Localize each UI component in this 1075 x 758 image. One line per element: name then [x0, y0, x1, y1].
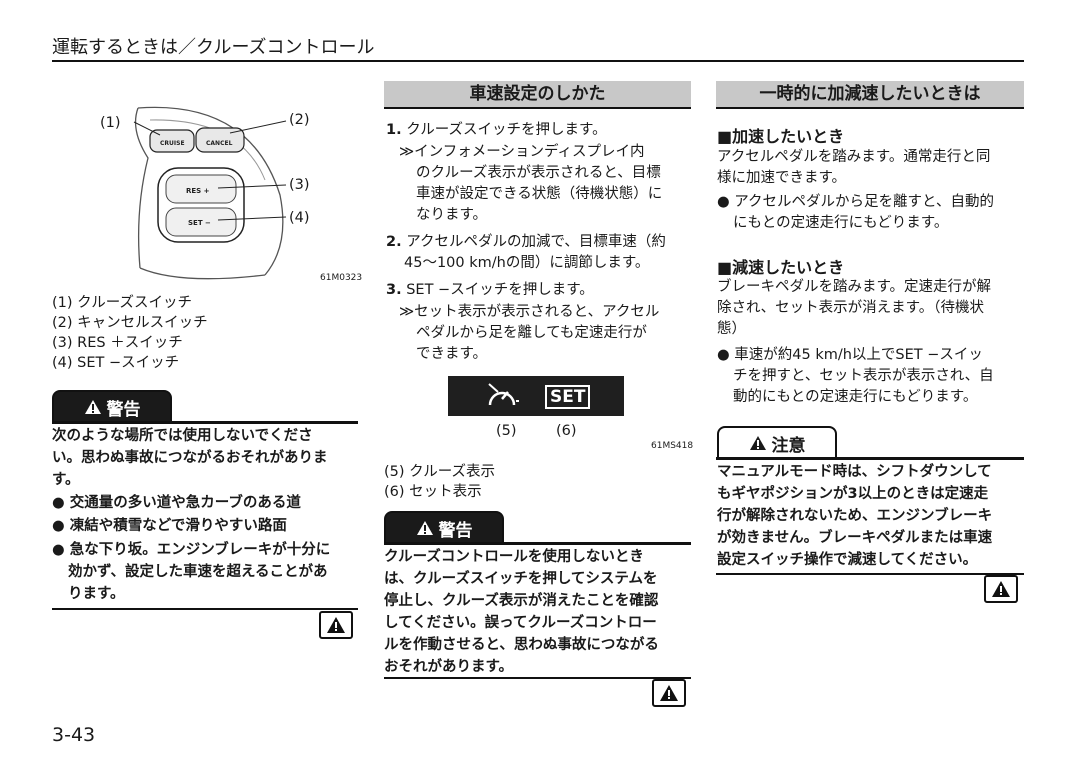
warning-text: は、クルーズスイッチを押してシステムを	[384, 571, 658, 587]
figure-code: 61M0323	[320, 273, 363, 283]
step-result: なります。	[416, 207, 488, 223]
caution-tag: 注意	[717, 426, 837, 458]
legend-item: (2) キャンセルスイッチ	[52, 315, 208, 331]
cancel-switch-label: CANCEL	[206, 140, 233, 147]
caution-tag-label: 注意	[771, 435, 806, 456]
step-2: 2. アクセルペダルの加減で、目標車速（約	[386, 234, 666, 250]
decel-text: 除され、セット表示が消えます。（待機状	[717, 300, 984, 316]
accel-text: アクセルペダルを踏みます。通常走行と同	[717, 149, 991, 165]
warning-bullet: ● 急な下り坂。エンジンブレーキが十分に	[52, 542, 331, 558]
set-switch-label: SET −	[188, 219, 211, 227]
warning-text: い。思わぬ事故につながるおそれがありま	[52, 450, 328, 466]
step-2-cont: 45～100 km/hの間）に調節します。	[404, 255, 650, 271]
cancel-switch	[195, 127, 245, 153]
caution-triangle-icon	[749, 436, 766, 450]
step-result: ≫セット表示が表示されると、アクセル	[399, 304, 660, 320]
info-display: SET	[448, 376, 624, 416]
caution-text: 行が解除されないため、エンジンブレーキ	[717, 508, 993, 524]
decel-bullet-cont: 動的にもとの定速走行にもどります。	[733, 389, 978, 405]
step-result: のクルーズ表示が表示されると、目標	[416, 165, 661, 181]
warning-tag: 警告	[52, 390, 172, 422]
step-result: ≫インフォメーションディスプレイ内	[399, 144, 645, 160]
decel-text: ブレーキペダルを踏みます。定速走行が解	[717, 279, 992, 295]
step-result: できます。	[416, 346, 488, 362]
display-code: 61MS418	[651, 441, 694, 451]
decel-bullet: ● 車速が約45 km/h以上でSET −スイッ	[717, 347, 983, 363]
warning-bullet: ● 交通量の多い道や急カーブのある道	[52, 495, 301, 511]
cruise-indicator-icon	[488, 383, 519, 406]
step-1: 1. クルーズスイッチを押します。	[386, 122, 607, 138]
legend-item: (4) SET −スイッチ	[52, 355, 180, 371]
caution-text: 設定スイッチ操作で減速してください。	[717, 552, 978, 568]
warning-rule	[52, 421, 358, 424]
warning-bullet-cont: ります。	[68, 586, 125, 602]
caution-text: が効きません。ブレーキペダルまたは車速	[717, 530, 993, 546]
legend-item: (1) クルーズスイッチ	[52, 295, 192, 311]
warning-tag-label: 警告	[106, 399, 141, 420]
warning-bullet: ● 凍結や積雪などで滑りやすい路面	[52, 518, 287, 534]
callout-4: (4)	[289, 210, 310, 226]
callout-5: (5)	[496, 423, 517, 439]
cruise-switch-label: CRUISE	[160, 140, 185, 147]
decel-heading: ■減速したいとき	[717, 258, 845, 277]
callout-2: (2)	[289, 112, 310, 128]
legend-item: (3) RES ＋スイッチ	[52, 335, 183, 351]
accel-bullet: ● アクセルペダルから足を離すと、自動的	[717, 194, 994, 210]
decel-bullet-cont: チを押すと、セット表示が表示され、自	[733, 368, 994, 384]
cruise-switch	[149, 129, 195, 153]
warning-rule	[384, 542, 691, 545]
warning-end-rule	[384, 677, 691, 679]
step-result: ペダルから足を離しても定速走行が	[416, 325, 647, 341]
accel-text: 様に加速できます。	[717, 170, 847, 186]
section-title-set: 車速設定のしかた	[384, 81, 691, 109]
warning-end-icon	[319, 611, 353, 639]
accel-heading: ■加速したいとき	[717, 127, 845, 146]
caution-rule	[716, 457, 1024, 460]
caution-end-icon	[984, 575, 1018, 603]
warning-tag: 警告	[384, 511, 504, 543]
legend-item: (5) クルーズ表示	[384, 464, 495, 480]
warning-text: おそれがあります。	[384, 659, 514, 675]
legend-item: (6) セット表示	[384, 484, 482, 500]
warning-triangle-icon	[416, 521, 433, 535]
warning-end-rule	[52, 608, 358, 610]
steering-switch-figure: CRUISE CANCEL RES + SET −	[133, 106, 287, 280]
res-switch-label: RES +	[186, 187, 210, 195]
caution-text: マニュアルモード時は、シフトダウンして	[717, 464, 992, 480]
caution-end-rule	[716, 573, 1024, 575]
warning-text: 停止し、クルーズ表示が消えたことを確認	[384, 593, 659, 609]
warning-text: してください。誤ってクルーズコントロー	[384, 615, 657, 631]
warning-text: ルを作動させると、思わぬ事故につながる	[384, 637, 659, 653]
callout-1: (1)	[100, 115, 121, 131]
warning-text: 次のような場所では使用しないでくださ	[52, 428, 313, 444]
warning-end-icon	[652, 679, 686, 707]
page-header-title: 運転するときは／クルーズコントロール	[52, 37, 375, 58]
decel-text: 態）	[717, 321, 746, 337]
warning-text: す。	[52, 472, 80, 488]
header-rule	[52, 60, 1024, 62]
warning-bullet-cont: 効かず、設定した車速を超えることがあ	[68, 564, 328, 580]
warning-tag-label: 警告	[438, 520, 473, 541]
step-3: 3. SET −スイッチを押します。	[386, 282, 594, 298]
set-indicator: SET	[545, 385, 591, 409]
warning-text: クルーズコントロールを使用しないとき	[384, 549, 644, 565]
step-result: 車速が設定できる状態（待機状態）に	[416, 186, 663, 202]
accel-bullet-cont: にもとの定速走行にもどります。	[733, 215, 949, 231]
section-title-speed: 一時的に加減速したいときは	[716, 81, 1024, 109]
callout-3: (3)	[289, 177, 310, 193]
callout-6: (6)	[556, 423, 577, 439]
caution-text: もギヤポジションが3以上のときは定速走	[717, 486, 989, 502]
page-number: 3-43	[52, 724, 96, 746]
warning-triangle-icon	[84, 400, 101, 414]
